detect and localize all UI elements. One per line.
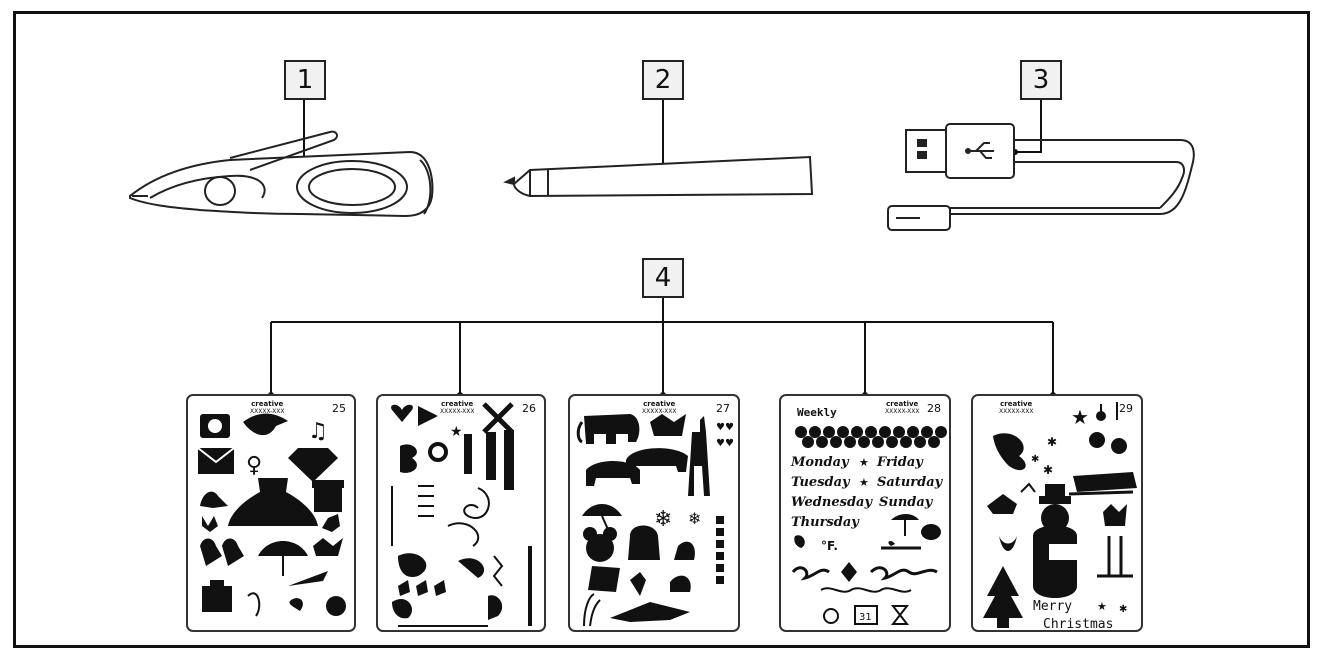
refill-pen-icon xyxy=(503,155,814,198)
stencil-number: 26 xyxy=(522,402,536,415)
calendar-label: 31 xyxy=(859,612,872,623)
greeting-merry: Merry xyxy=(1033,599,1072,614)
svg-text:★: ★ xyxy=(1097,600,1107,613)
svg-text:★: ★ xyxy=(859,476,869,489)
weekly-header: Weekly xyxy=(797,406,837,419)
svg-text:★: ★ xyxy=(450,424,463,440)
stencil-number: 28 xyxy=(927,402,941,415)
callout-4: 4 xyxy=(642,258,684,298)
stencil-number: 25 xyxy=(332,402,346,415)
3d-pen-icon xyxy=(129,130,434,218)
svg-text:♥♥: ♥♥ xyxy=(716,422,734,433)
greeting-christmas: Christmas xyxy=(1043,617,1113,632)
svg-text:❄: ❄ xyxy=(654,507,672,532)
stencil-sheet-icon: ♥♥ ♥♥ ❄ ❄ xyxy=(576,414,734,627)
svg-text:★: ★ xyxy=(1071,405,1089,429)
diagram-frame xyxy=(13,11,1310,648)
day-tuesday: Tuesday xyxy=(791,475,851,490)
svg-text:★: ★ xyxy=(859,456,869,469)
callout-3: 3 xyxy=(1020,60,1062,100)
stencil-number: 27 xyxy=(716,402,730,415)
day-saturday: Saturday xyxy=(877,475,944,490)
svg-text:✱: ✱ xyxy=(1047,435,1057,449)
callout-2: 2 xyxy=(642,60,684,100)
temperature-label: °F. xyxy=(821,539,838,553)
callout-1: 1 xyxy=(284,60,326,100)
svg-text:✱: ✱ xyxy=(1119,604,1127,615)
day-thursday: Thursday xyxy=(791,515,860,530)
day-sunday: Sunday xyxy=(879,495,934,510)
stencil-sheet-icon: ★ ✱ ✱ ✱ Merry ★ ✱ Christmas xyxy=(983,402,1137,632)
svg-text:♥♥: ♥♥ xyxy=(716,438,734,449)
stencil-number: 29 xyxy=(1119,402,1133,415)
stencil-sheet-icon: ★ xyxy=(391,402,532,627)
day-friday: Friday xyxy=(876,455,924,470)
svg-text:✱: ✱ xyxy=(1043,463,1053,477)
callout-3-leader xyxy=(1015,100,1042,153)
stencil-sheet-icon: ♫ ♀ xyxy=(197,413,346,617)
day-monday: Monday xyxy=(790,455,850,470)
svg-text:❄: ❄ xyxy=(688,509,701,528)
callout-4-branches xyxy=(270,322,1054,395)
svg-text:♀: ♀ xyxy=(246,453,262,478)
stencil-sheet-icon: Weekly Monday ★ Friday Tuesday ★ Saturda… xyxy=(790,406,947,625)
svg-text:♫: ♫ xyxy=(308,419,328,444)
svg-text:✱: ✱ xyxy=(1031,454,1039,465)
day-wednesday: Wednesday xyxy=(791,495,873,510)
usb-cable-icon xyxy=(887,123,1195,231)
